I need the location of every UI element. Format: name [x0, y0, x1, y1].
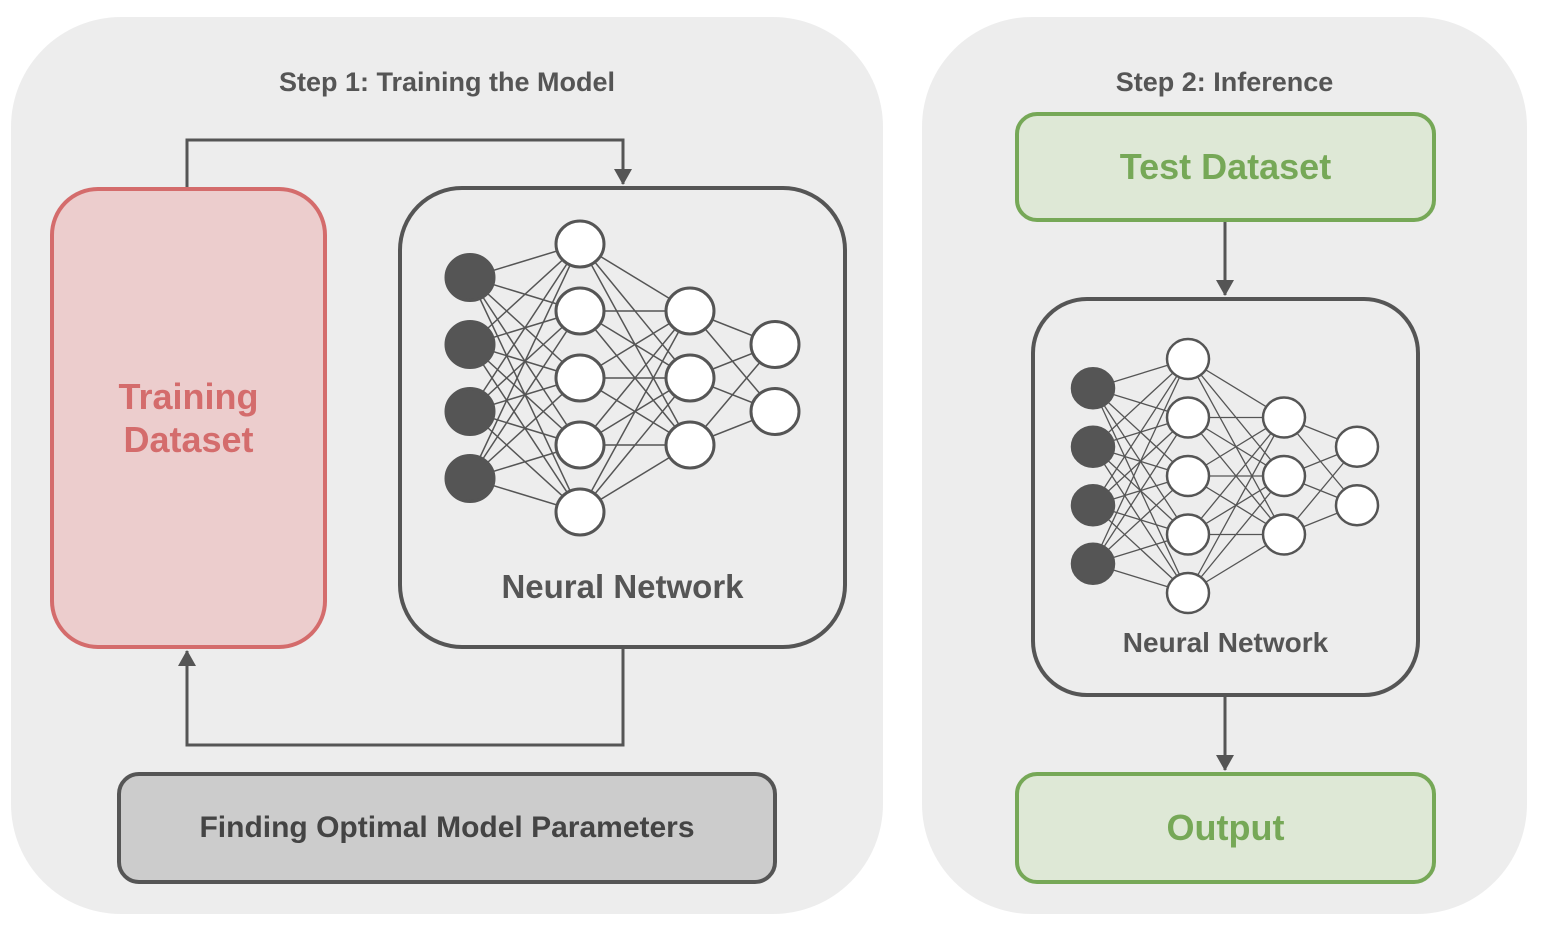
input-node — [444, 253, 496, 302]
hidden-node — [1261, 513, 1307, 556]
hidden-node — [1165, 571, 1211, 615]
neural-network-label-inference: Neural Network — [1122, 627, 1329, 658]
neural-network-box-training: Neural Network — [398, 186, 847, 649]
output-node — [749, 320, 801, 369]
arrow-training-to-network — [185, 138, 632, 187]
output-box: Output — [1015, 772, 1436, 884]
input-node — [1070, 542, 1116, 585]
hidden-node — [1165, 454, 1211, 498]
hidden-node — [1165, 337, 1211, 381]
input-node — [444, 320, 496, 369]
input-node — [444, 387, 496, 436]
hidden-node — [664, 286, 716, 336]
network-edge — [1187, 417, 1285, 535]
output-node — [749, 387, 801, 436]
network-edge — [579, 310, 691, 513]
output-label: Output — [1166, 807, 1285, 848]
network-edge — [1092, 358, 1189, 506]
output-node — [1334, 484, 1380, 527]
hidden-node — [1261, 454, 1307, 498]
inference-panel-title: Step 2: Inference — [1115, 67, 1334, 97]
hidden-node — [554, 420, 606, 470]
input-node — [1070, 425, 1116, 468]
input-node — [1070, 367, 1116, 410]
hidden-node — [664, 420, 716, 470]
output-node — [1334, 425, 1380, 468]
hidden-node — [554, 353, 606, 403]
optimal-parameters-box: Finding Optimal Model Parameters — [117, 772, 777, 884]
neural-network-box-inference: Neural Network — [1031, 297, 1420, 697]
training-dataset-box: Training Dataset — [50, 187, 327, 649]
network-edge — [579, 377, 691, 513]
neural-network-label-training: Neural Network — [501, 568, 744, 605]
optimal-parameters-label: Finding Optimal Model Parameters — [199, 811, 695, 844]
hidden-node — [554, 286, 606, 336]
hidden-node — [554, 487, 606, 537]
input-node — [1070, 484, 1116, 527]
network-edge — [1092, 358, 1189, 565]
network-edge — [469, 243, 581, 412]
training-panel-title: Step 1: Training the Model — [278, 67, 616, 97]
network-edge — [1187, 475, 1285, 594]
network-edge — [469, 310, 581, 479]
test-dataset-box: Test Dataset — [1015, 112, 1436, 222]
input-node — [444, 454, 496, 503]
hidden-node — [664, 353, 716, 403]
test-dataset-label: Test Dataset — [1119, 146, 1332, 187]
network-edge — [1092, 417, 1189, 565]
hidden-node — [1261, 396, 1307, 439]
network-edge — [1187, 417, 1285, 594]
arrow-network-to-training — [178, 649, 625, 747]
hidden-node — [1165, 396, 1211, 439]
hidden-node — [554, 219, 606, 269]
training-dataset-label: Training Dataset — [118, 376, 259, 460]
network-edge — [469, 243, 581, 479]
network-edge — [579, 310, 691, 446]
hidden-node — [1165, 513, 1211, 556]
